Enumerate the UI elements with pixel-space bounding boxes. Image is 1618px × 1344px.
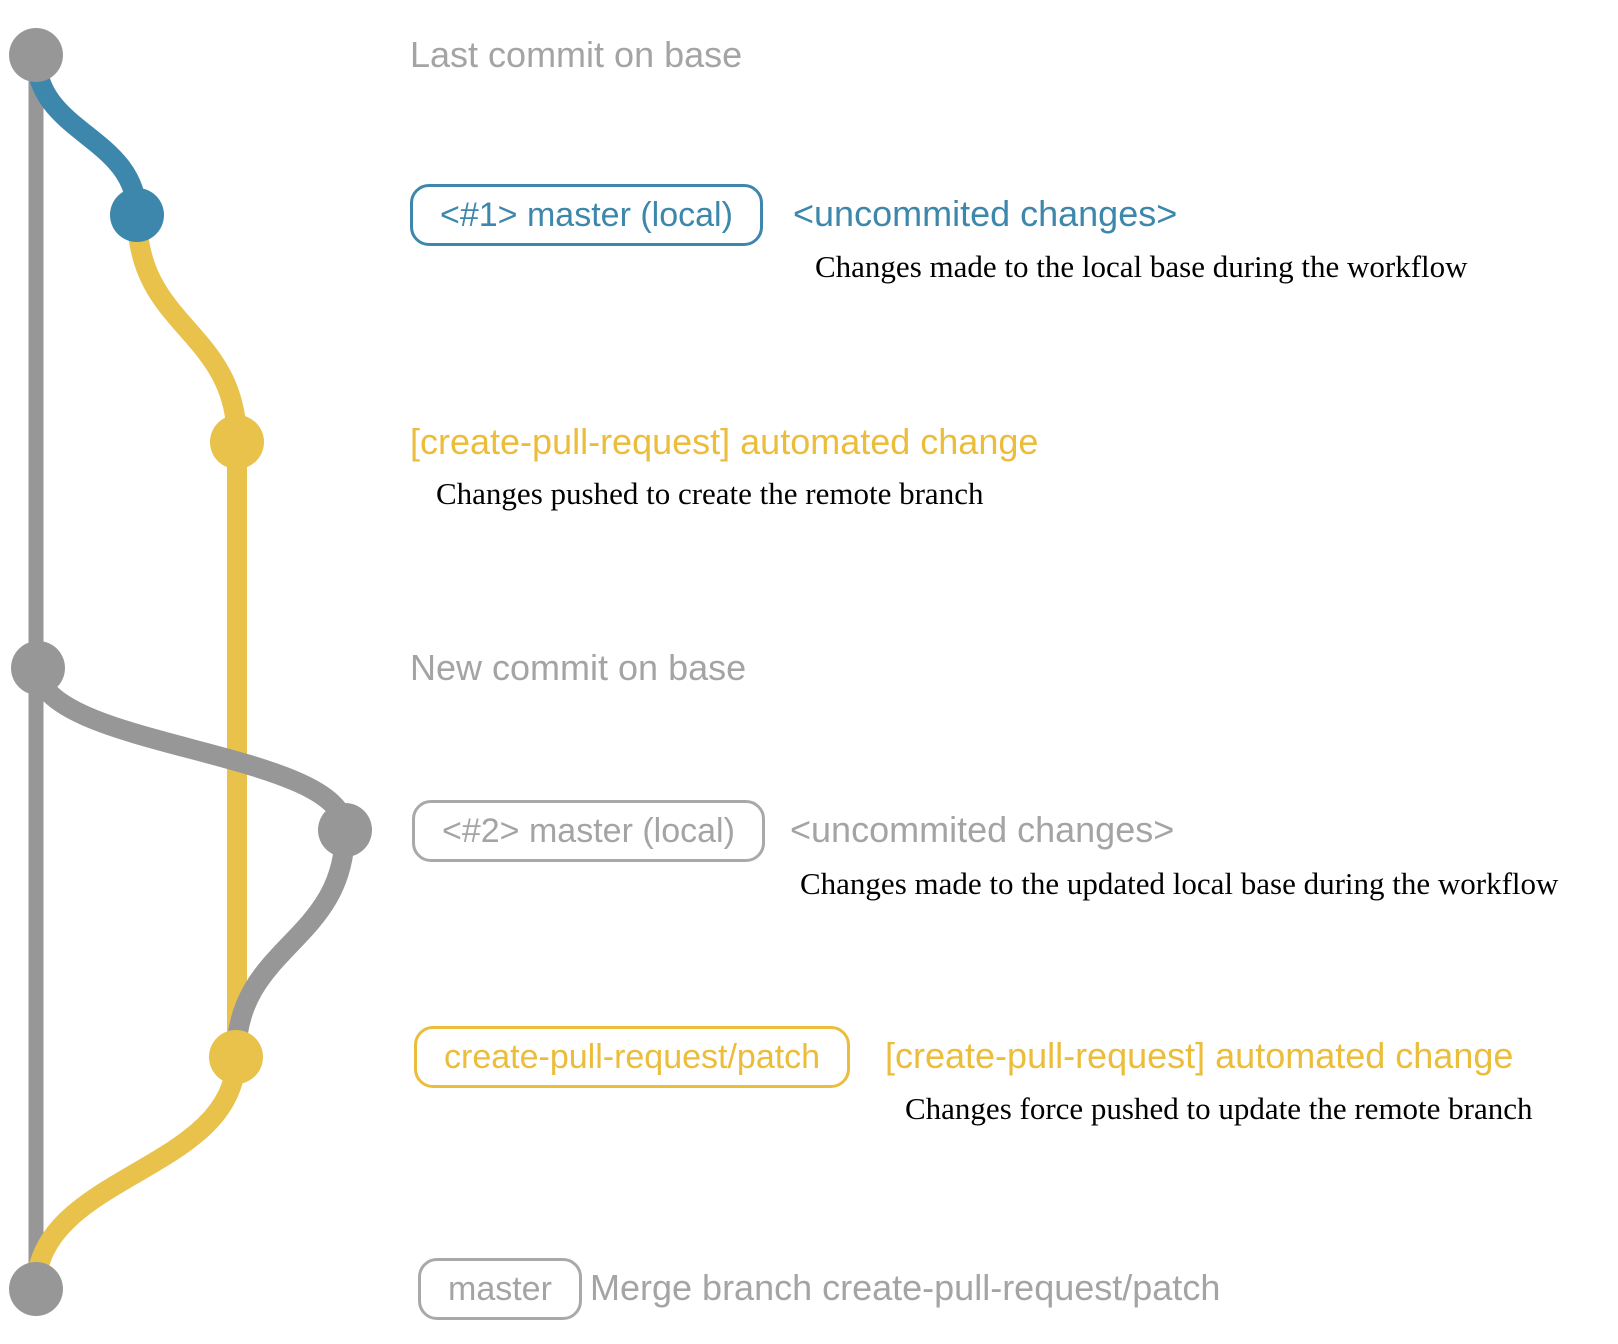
note-changes-force-pushed: Changes force pushed to update the remot… [905, 1091, 1533, 1126]
label-last-commit-on-base: Last commit on base [410, 34, 743, 76]
badge-master-local-2: <#2> master (local) [412, 800, 765, 862]
label-new-commit-on-base: New commit on base [410, 647, 747, 689]
merge-curve [26, 1047, 246, 1299]
label-merge-branch: Merge branch create-pull-request/patch [590, 1267, 1221, 1309]
base-update-curve [28, 658, 355, 840]
label-uncommited-changes-2: <uncommited changes> [790, 809, 1175, 851]
label-uncommited-changes-1: <uncommited changes> [793, 193, 1178, 235]
label-automated-change-2: [create-pull-request] automated change [885, 1035, 1514, 1077]
patch-branch-line [127, 205, 247, 1067]
label-automated-change-1: [create-pull-request] automated change [410, 421, 1039, 463]
note-changes-pushed: Changes pushed to create the remote bran… [436, 476, 984, 511]
commit-dot-patch-1 [210, 415, 264, 469]
note-local-base-changes: Changes made to the local base during th… [815, 249, 1468, 284]
badge-master: master [418, 1258, 582, 1320]
rebase-curve [226, 820, 355, 1067]
commit-dot-local-2 [318, 803, 372, 857]
commit-dot-patch-2 [209, 1030, 263, 1084]
local-master-branch-curve [26, 45, 147, 225]
commit-dot-local-1 [110, 188, 164, 242]
commit-dot-merge [9, 1262, 63, 1316]
commit-dot-new-base [11, 641, 65, 695]
commit-dot-last-base [9, 28, 63, 82]
badge-master-local-1: <#1> master (local) [410, 184, 763, 246]
note-updated-local-base-changes: Changes made to the updated local base d… [800, 866, 1559, 901]
badge-create-pull-request-patch: create-pull-request/patch [414, 1026, 851, 1088]
